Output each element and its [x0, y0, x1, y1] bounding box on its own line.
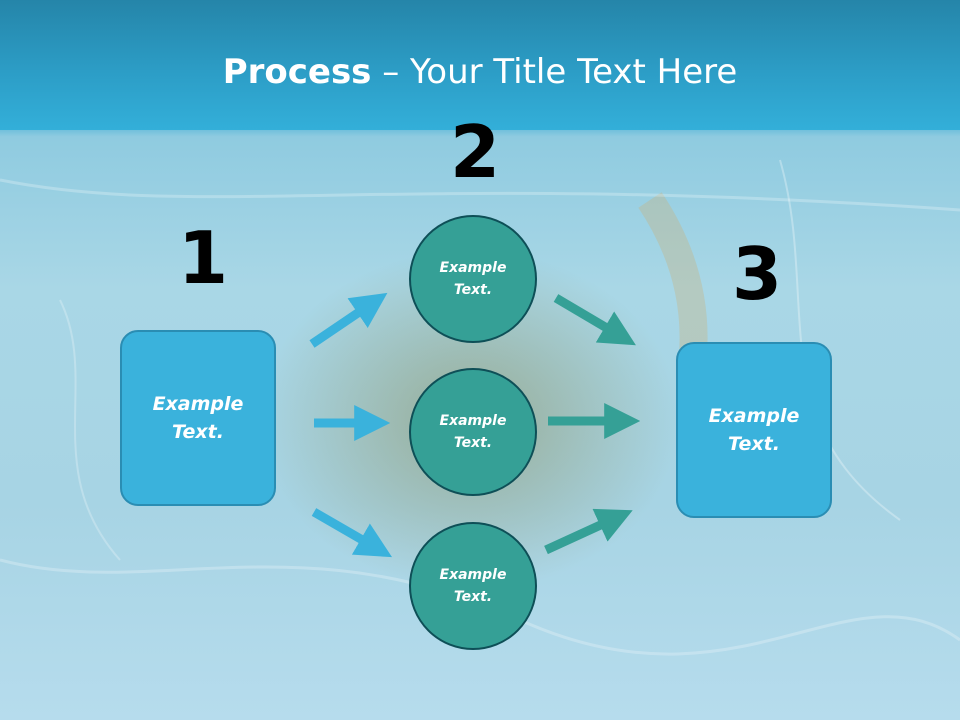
title-bold: Process	[222, 52, 372, 92]
step-3-box: Example Text.	[676, 342, 832, 518]
step-1-number: 1	[178, 216, 229, 300]
title-rest: – Your Title Text Here	[371, 52, 738, 92]
step-2-circle-middle: Example Text.	[409, 368, 537, 496]
arrow-1-to-bottom	[311, 508, 393, 558]
arrow-top-to-3	[553, 294, 636, 346]
step-2-circle-top: Example Text.	[409, 215, 537, 343]
arrow-bottom-to-3	[544, 508, 633, 555]
step-1-box: Example Text.	[120, 330, 276, 506]
step-3-number: 3	[732, 232, 783, 316]
arrow-1-to-top	[309, 292, 388, 348]
title-bar	[0, 0, 960, 130]
slide-title: Process – Your Title Text Here	[0, 52, 960, 92]
step-2-number: 2	[450, 110, 501, 194]
step-2-circle-bottom: Example Text.	[409, 522, 537, 650]
